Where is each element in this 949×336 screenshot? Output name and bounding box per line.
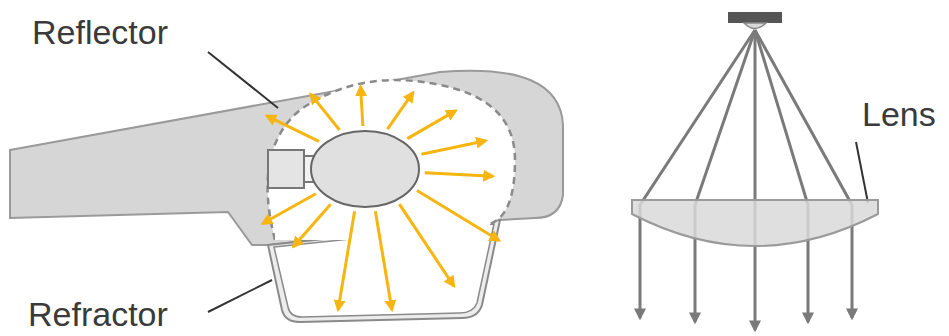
part-label: Lens [862,96,936,133]
light-ray [755,30,808,322]
light-ray [754,30,757,330]
light-ray [267,116,319,141]
light-ray [417,191,499,241]
light-ray [388,92,414,129]
light-source [728,12,782,23]
light-rays [263,87,500,310]
light-ray [755,30,852,318]
light-ray [399,204,454,286]
leader-line [208,52,278,108]
lamp-bulb [311,131,419,207]
light-ray [421,141,485,155]
light-ray [425,173,493,177]
part-label: Refractor [28,296,168,333]
reflector [268,80,515,240]
lamp-socket [268,150,304,188]
light-ray [640,30,755,318]
light-ray [695,30,755,322]
leader-line [856,142,868,203]
lens-rays [640,30,852,330]
light-ray [375,211,392,309]
lens [632,200,878,246]
luminaire-housing [10,71,563,245]
leader-line [208,280,272,312]
light-ray [293,204,330,247]
light-ray [311,94,340,130]
part-label: Reflector [32,14,168,51]
light-ray [407,111,455,139]
light-ray [361,87,363,127]
light-ray [338,211,355,309]
light-ray [263,194,316,224]
